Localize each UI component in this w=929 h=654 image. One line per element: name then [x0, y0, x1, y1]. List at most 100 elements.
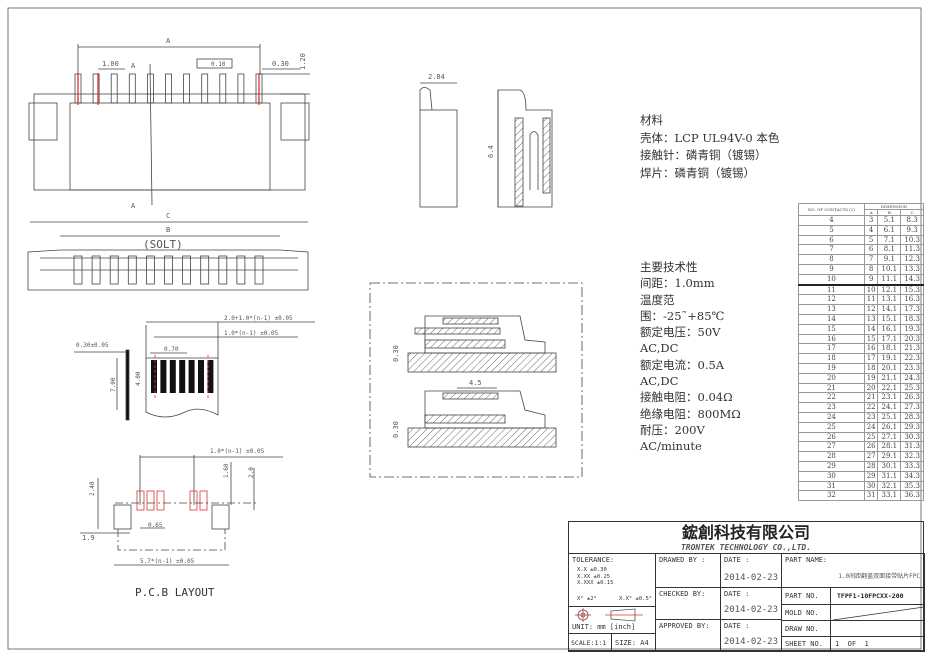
cell-c: 16.3 [900, 294, 924, 306]
sheet-no-label: SHEET NO. [785, 640, 823, 648]
spec-line: 围：-25˜+85℃ [640, 308, 725, 323]
cell-b: 7.1 [877, 234, 902, 246]
fpc-drawing: 2.0+1.0*(n-1) ±0.05 1.0*(n-1) ±0.05 0.30… [74, 315, 315, 421]
cell-contacts: 17 [798, 343, 865, 355]
cell-contacts: 31 [798, 480, 865, 492]
cell-b: 30.1 [877, 460, 902, 472]
contact-pin [237, 73, 245, 104]
scale-label: SCALE:1:1 [571, 639, 607, 647]
spec-line: AC,DC [640, 341, 679, 356]
front-view: A 1.00 0.30 1.20 0.10 A A [28, 37, 310, 210]
fpc-dim-pitch-span: 1.0*(n-1) ±0.05 [224, 330, 279, 337]
cell-b: 13.1 [877, 294, 902, 306]
cell-b: 12.1 [877, 283, 902, 296]
cell-a: 26 [863, 441, 879, 453]
cell-contacts: 16 [798, 333, 865, 345]
side-view: 2.04 6.4 [419, 73, 553, 208]
cell-c: 31.3 [900, 441, 924, 453]
dim-section-lower: 0.30 [392, 421, 400, 438]
projection-symbol-icon [575, 608, 643, 622]
cell-a: 4 [863, 224, 879, 236]
tolerance-value: X.XX ±0.25 [577, 573, 611, 580]
cell-contacts: 21 [798, 382, 865, 394]
cell-b: 16.1 [877, 323, 902, 335]
cell-c: 21.3 [900, 343, 924, 355]
cell-contacts: 18 [798, 353, 865, 364]
cell-b: 25.1 [877, 411, 902, 423]
company-name-en: TRONTEK TECHNOLOGY CO.,LTD. [680, 543, 812, 552]
cell-a: 8 [863, 263, 879, 275]
cell-c: 23.3 [900, 362, 924, 374]
cell-c: 8.3 [900, 215, 924, 226]
cell-a: 7 [863, 254, 879, 265]
cell-b: 10.1 [877, 263, 902, 275]
dim-pin-offset: 0.30 [272, 60, 289, 68]
cell-contacts: 23 [798, 402, 865, 413]
cell-c: 9.3 [900, 224, 924, 236]
cell-c: 27.3 [900, 402, 924, 413]
unit-label: UNIT: mm [inch] [572, 623, 636, 631]
flatness-tolerance: 0.10 [211, 61, 226, 68]
draw-no-label: DRAW NO. [785, 625, 819, 633]
cell-c: 24.3 [900, 372, 924, 384]
cell-c: 19.3 [900, 323, 924, 335]
cell-a: 6 [863, 244, 879, 256]
section-view: 0.30 0.30 4.5 [369, 282, 583, 478]
part-no-label: PART NO. [785, 592, 819, 600]
company-name-cn: 鋐創科技有限公司 [681, 523, 810, 542]
cell-contacts: 14 [798, 313, 865, 325]
cell-c: 12.3 [900, 254, 924, 265]
cell-b: 11.1 [877, 273, 902, 286]
contact-pad [236, 255, 246, 285]
cell-contacts: 32 [798, 490, 865, 502]
cell-contacts: 7 [798, 244, 865, 256]
cell-c: 28.3 [900, 411, 924, 423]
cell-b: 33.1 [877, 490, 902, 502]
fpc-contact-stripe [160, 360, 167, 393]
cell-b: 31.1 [877, 470, 902, 482]
dim-section-upper: 0.30 [392, 345, 400, 362]
size-label: SIZE: A4 [615, 639, 649, 647]
pcb-dim-pad-w: 0.65 [148, 522, 163, 529]
contact-pin [183, 73, 191, 104]
section-marker-bottom: A [131, 202, 136, 210]
fpc-dim-width: 0.70 [164, 346, 179, 353]
cell-a: 29 [863, 470, 879, 482]
date-label: DATE : [724, 590, 750, 598]
spec-line: 额定电压：50V [640, 325, 721, 340]
pcb-layout: 1.0*(n-1) ±0.05 5.7*(n-1) ±0.05 1.9 0.65… [80, 448, 283, 599]
contact-pad [218, 255, 228, 285]
materials-heading: 材料 [640, 113, 663, 127]
cell-a: 12 [863, 304, 879, 315]
cell-c: 10.3 [900, 234, 924, 246]
checked-by-label: CHECKED BY: [659, 590, 706, 598]
cell-contacts: 20 [798, 372, 865, 384]
mold-no-strike [832, 606, 924, 620]
materials-line: 接触针：磷青铜（镀锡） [640, 148, 767, 162]
contact-pin [128, 73, 136, 104]
header-contacts: NO. OF CONTACTS (2) [798, 203, 865, 216]
cell-a: 18 [863, 362, 879, 374]
cell-c: 14.3 [900, 273, 924, 286]
cell-a: 21 [863, 392, 879, 404]
contact-pad [145, 255, 155, 285]
cell-b: 26.1 [877, 421, 902, 433]
approved-date: 2014-02-23 [723, 637, 778, 647]
tolerance-value: X.XXX ±0.15 [577, 580, 614, 586]
cell-c: 13.3 [900, 263, 924, 275]
cell-contacts: 19 [798, 362, 865, 374]
cell-a: 27 [863, 451, 879, 462]
cell-b: 9.1 [877, 254, 902, 265]
